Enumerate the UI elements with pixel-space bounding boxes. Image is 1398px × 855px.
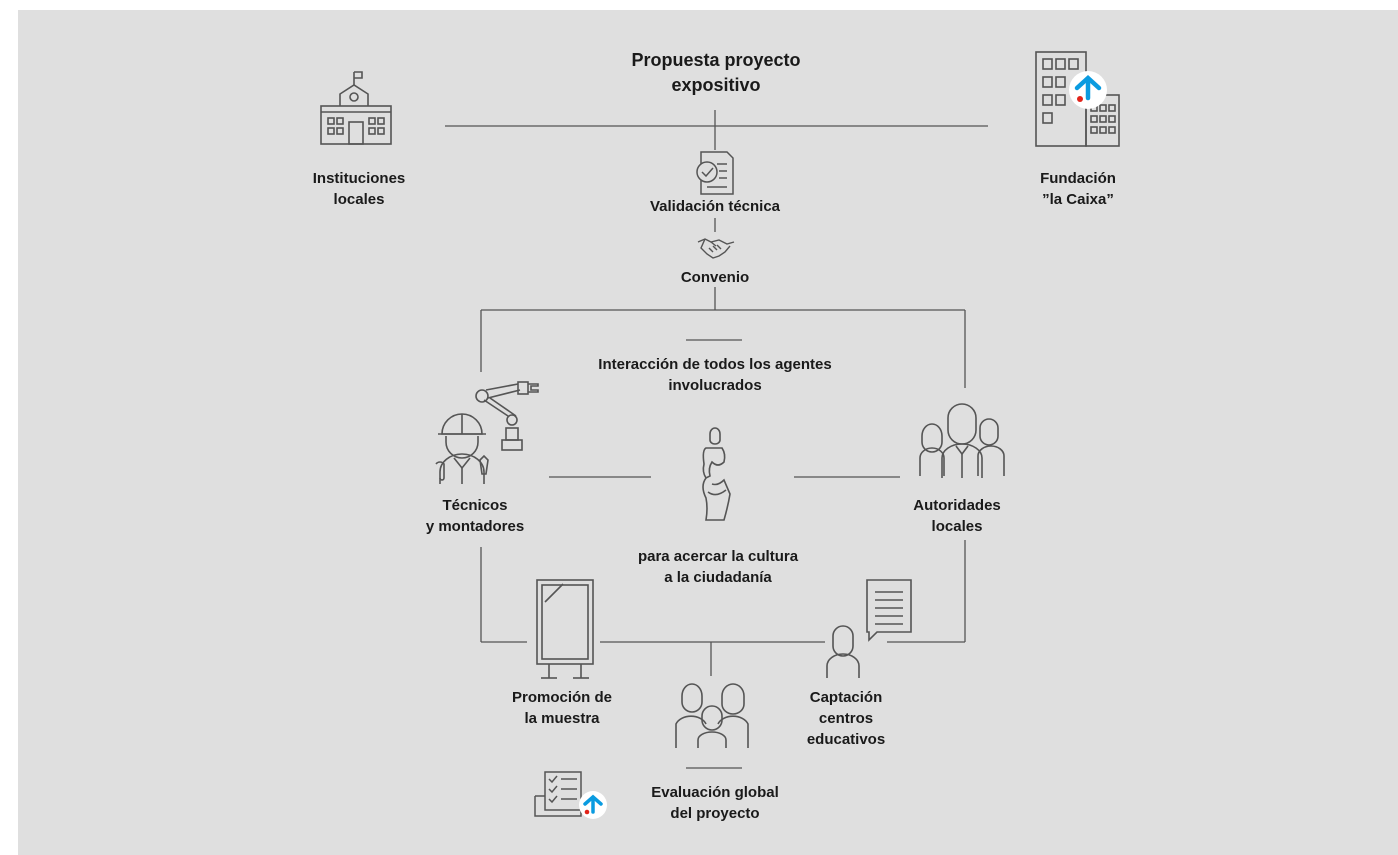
diagram-canvas — [18, 10, 1398, 855]
school-building-icon — [318, 70, 394, 148]
label-fundacion: Fundación ”la Caixa” — [1040, 170, 1116, 208]
office-building-caixa-icon — [1033, 50, 1123, 150]
diagram-title: Propuesta proyecto expositivo — [631, 48, 800, 98]
checklist-caixa-icon — [533, 770, 609, 822]
label-interaccion: Interacción de todos los agentes involuc… — [598, 356, 832, 394]
label-convenio: Convenio — [680, 269, 750, 286]
label-evaluacion: Evaluación global del proyecto — [651, 784, 779, 822]
family-icon — [674, 682, 750, 750]
title-line-1: Propuesta proyecto — [631, 50, 801, 70]
label-tecnicos: Técnicos y montadores — [425, 497, 525, 535]
title-line-2: expositivo — [671, 75, 761, 95]
checklist-document-icon — [693, 150, 737, 196]
group-of-people-icon — [918, 402, 1006, 478]
label-promocion: Promoción de la muestra — [511, 689, 613, 727]
person-speech-bubble-icon — [825, 578, 915, 680]
label-instituciones: Instituciones locales — [312, 170, 406, 208]
display-panel-icon — [527, 578, 599, 682]
venus-statue-icon — [696, 427, 736, 524]
label-validacion: Validación técnica — [649, 198, 781, 215]
worker-robot-arm-icon — [435, 376, 546, 488]
label-autoridades: Autoridades locales — [913, 497, 1001, 535]
handshake-icon — [697, 234, 735, 262]
label-cultura: para acercar la cultura a la ciudadanía — [637, 548, 799, 586]
label-captacion: Captación centros educativos — [806, 689, 886, 748]
